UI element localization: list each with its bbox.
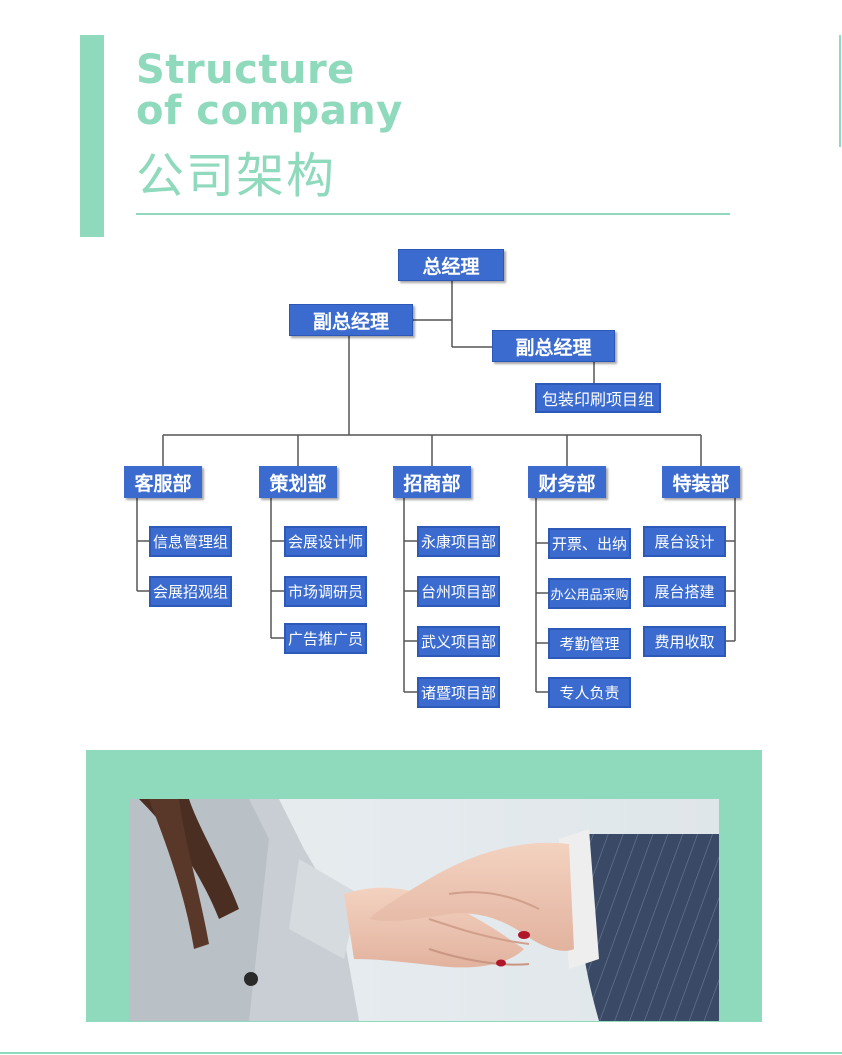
org-dept-5: 特装部 xyxy=(662,466,740,498)
org-unit: 台州项目部 xyxy=(417,576,500,607)
org-unit: 展台设计 xyxy=(643,526,726,557)
org-unit: 诸暨项目部 xyxy=(417,677,500,708)
org-dept-4: 财务部 xyxy=(528,466,606,498)
org-unit: 会展招观组 xyxy=(149,576,232,607)
org-unit: 开票、出纳 xyxy=(548,528,631,559)
org-dept-1: 客服部 xyxy=(124,466,202,498)
page-title-cn: 公司架构 xyxy=(136,148,337,204)
title-divider xyxy=(136,213,730,215)
right-accent-line xyxy=(839,35,841,147)
bottom-accent-line xyxy=(0,1052,842,1054)
org-vp-right: 副总经理 xyxy=(492,330,615,362)
title-line-2: of company xyxy=(136,88,403,134)
org-vp-left: 副总经理 xyxy=(289,304,413,336)
org-unit: 展台搭建 xyxy=(643,576,726,607)
handshake-photo xyxy=(129,799,719,1021)
org-unit: 费用收取 xyxy=(643,626,726,657)
org-unit: 办公用品采购 xyxy=(548,578,631,609)
accent-bar xyxy=(80,35,104,237)
org-unit: 考勤管理 xyxy=(548,628,631,659)
title-line-1: Structure xyxy=(136,47,355,93)
org-chart-connectors xyxy=(136,281,736,693)
org-unit: 永康项目部 xyxy=(417,526,500,557)
org-unit: 信息管理组 xyxy=(149,526,232,557)
org-unit: 市场调研员 xyxy=(284,576,367,607)
org-dept-3: 招商部 xyxy=(393,466,471,498)
org-unit: 武义项目部 xyxy=(417,626,500,657)
org-vp-right-group: 包装印刷项目组 xyxy=(535,383,661,413)
handshake-illustration xyxy=(129,799,719,1021)
org-dept-2: 策划部 xyxy=(259,466,337,498)
org-unit: 广告推广员 xyxy=(284,623,367,654)
org-unit: 专人负责 xyxy=(548,677,631,708)
org-root-general-manager: 总经理 xyxy=(398,249,504,281)
page-title-en: Structure of company xyxy=(136,50,403,132)
org-unit: 会展设计师 xyxy=(284,526,367,557)
